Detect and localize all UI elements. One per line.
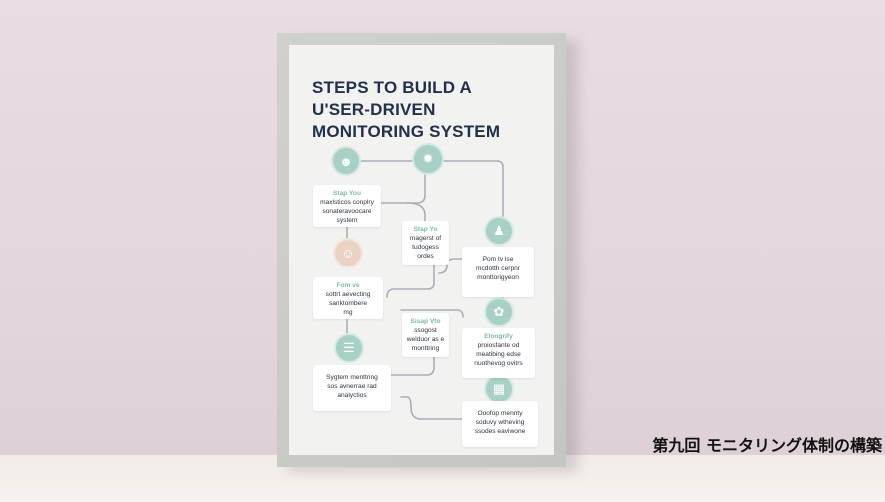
card-text: sos avnerrae rad [327, 383, 377, 390]
card-text: sottrt aevecting [325, 291, 371, 298]
step-card: Ooofop mennty soduvy wtheving ssodes eav… [462, 401, 538, 447]
chat-icon: ☰ [334, 333, 364, 363]
card-text: Sygtem menttring [326, 374, 378, 381]
poster-frame: STEPS TO BUILD A U'SER-DRIVEN MONITORING… [277, 33, 566, 467]
step-card: Pom tv lse mcdotth cerpnr monttorigyeon [462, 247, 534, 297]
card-text: monttring [411, 345, 440, 352]
step-card: Sygtem menttring sos avnerrae rad analyc… [313, 365, 391, 411]
spiral-icon: ✿ [484, 297, 514, 327]
title-line: U'SER-DRIVEN [312, 100, 436, 119]
card-text: meatibing edse [476, 351, 521, 358]
card-text: system [336, 217, 358, 224]
connector-line [400, 396, 465, 420]
poster-title: STEPS TO BUILD A U'SER-DRIVEN MONITORING… [312, 77, 552, 143]
card-heading: Eloogrify [484, 333, 513, 340]
connector-line [363, 174, 426, 204]
card-text: ssodes eaviwone [474, 428, 526, 435]
poster-mat: STEPS TO BUILD A U'SER-DRIVEN MONITORING… [289, 45, 554, 455]
card-text: nuothevog ovitrs [474, 360, 523, 367]
card-text: Ooofop mennty [477, 410, 523, 417]
card-text: analyctios [337, 392, 367, 399]
card-text: welduor as e [406, 336, 445, 343]
connector-line [388, 340, 435, 376]
connector-line [400, 309, 464, 318]
card-text: tudogess [412, 244, 439, 251]
card-text: proiosfante od [477, 342, 520, 349]
card-text: mg [343, 309, 353, 316]
card-heading: Stap You [333, 190, 361, 197]
step-card: Sisap Vto ssogost welduor as e monttring [402, 313, 449, 357]
card-text: sanktombere [328, 300, 368, 307]
card-heading: Fom ve [336, 282, 360, 289]
card-text: mcdotth cerpnr [476, 265, 520, 272]
step-card: Fom ve sottrt aevecting sanktombere mg [313, 277, 383, 319]
card-text: magerst of [409, 235, 442, 242]
card-heading: Stap Yo [413, 226, 438, 233]
step-card: Stap You maxlsticos conplry sonateravooc… [313, 185, 381, 227]
title-line: MONITORING SYSTEM [312, 122, 501, 141]
people-icon: ♟ [484, 216, 514, 246]
chart-icon: ▦ [484, 374, 514, 404]
connector-line [386, 251, 435, 298]
card-text: ssogost [414, 327, 437, 334]
connector-line [438, 258, 465, 274]
person-icon: ☻ [331, 146, 361, 176]
face-icon: ☺ [333, 238, 363, 268]
card-text: ordes [417, 253, 434, 260]
card-text: Pom tv lse [482, 256, 514, 263]
card-text: soduvy wtheving [475, 419, 525, 426]
step-card: Eloogrify proiosfante od meatibing edse … [462, 328, 535, 378]
card-text: sonateravoocare [322, 208, 372, 215]
card-text: monttorigyeon [477, 274, 519, 281]
connector-line [406, 202, 426, 222]
step-card: Stap Yo magerst of tudogess ordes [402, 221, 449, 265]
connector-line [438, 160, 504, 226]
title-line: STEPS TO BUILD A [312, 78, 472, 97]
gear-icon: ✹ [412, 143, 444, 175]
card-heading: Sisap Vto [410, 318, 441, 325]
lecture-caption: 第九回 モニタリング体制の構築 [652, 436, 882, 455]
card-text: maxlsticos conplry [320, 199, 374, 206]
